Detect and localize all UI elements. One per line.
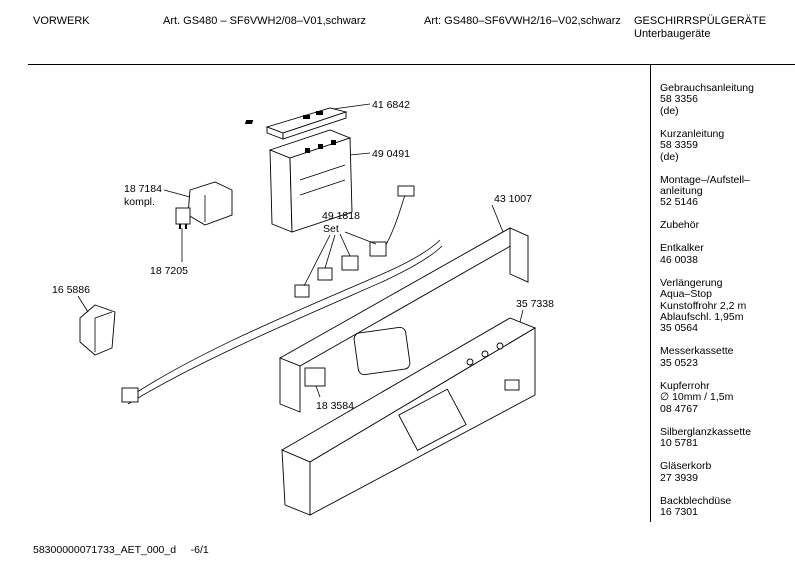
label-187184: 18 7184	[124, 183, 162, 195]
document-code: 58300000071733_AET_000_d -6/1	[33, 544, 209, 556]
accessory-line: 27 3939	[660, 471, 698, 484]
accessory-item: Zubehör	[660, 219, 792, 232]
label-165886: 16 5886	[52, 284, 90, 296]
leader-set-4	[344, 231, 377, 245]
part-wiring-harness	[121, 185, 443, 405]
leader-set-2	[324, 234, 336, 269]
part-switch	[175, 181, 233, 229]
accessory-line: 35 0564	[660, 322, 698, 335]
leader-183584	[315, 385, 321, 398]
accessory-line: anleitung	[660, 185, 703, 198]
footer-page: -6/1	[190, 544, 209, 556]
label-491818: 49 1818	[322, 210, 360, 222]
label-187205: 18 7205	[150, 265, 188, 277]
accessory-line: Kunstoffrohr 2,2 m	[660, 299, 747, 312]
part-panel-frame	[278, 227, 529, 413]
accessory-line: Gebrauchsanleitung	[660, 82, 754, 94]
part-control-module	[268, 129, 353, 233]
accessory-line: Gläserkorb	[660, 460, 712, 473]
accessory-line: Verlängerung	[660, 276, 723, 289]
header-divider	[28, 64, 795, 65]
category-block: GESCHIRRSPÜLGERÄTE Unterbaugeräte	[634, 15, 766, 41]
accessory-line: Silberglanzkassette	[660, 425, 752, 438]
accessory-line: Montage–/Aufstell–	[660, 173, 750, 186]
accessory-line: 52 5146	[660, 196, 698, 209]
leader-187184	[163, 189, 191, 198]
part-relay	[79, 304, 116, 356]
accessory-line: 10 5781	[660, 437, 698, 450]
leader-416842	[332, 103, 371, 110]
accessory-line: Zubehör	[660, 219, 700, 232]
accessory-line: (de)	[660, 150, 679, 163]
accessory-line: Backblechdüse	[660, 494, 732, 507]
leader-set-3	[339, 233, 351, 257]
leader-set-1	[303, 234, 331, 287]
accessory-line: 08 4767	[660, 402, 698, 415]
accessory-line: 16 7301	[660, 505, 698, 518]
sidebar-divider	[650, 65, 651, 522]
part-electronic-board	[280, 317, 537, 516]
accessory-line: (de)	[660, 104, 679, 117]
accessory-line: Aqua–Stop	[660, 288, 712, 301]
leader-431007	[491, 204, 504, 233]
accessory-line: 35 0523	[660, 356, 698, 369]
brand-label: VORWERK	[33, 15, 90, 27]
accessory-line: Ablaufschl. 1,95m	[660, 311, 744, 324]
accessory-line: Entkalker	[660, 242, 704, 255]
leader-165886	[77, 295, 89, 313]
accessory-line: 46 0038	[660, 253, 698, 266]
article-number-1: Art. GS480 – SF6VWH2/08–V01,schwarz	[163, 15, 366, 27]
label-kompl: kompl.	[124, 196, 155, 208]
article-number-2: Art: GS480–SF6VWH2/16–V02,schwarz	[424, 15, 621, 27]
accessory-line: 58 3359	[660, 139, 698, 152]
accessory-line: Kurzanleitung	[660, 127, 725, 140]
accessory-line: Messerkassette	[660, 345, 734, 358]
label-183584: 18 3584	[316, 400, 354, 412]
accessory-line: Kupferrohr	[660, 379, 710, 392]
label-431007: 43 1007	[494, 193, 532, 205]
label-490491: 49 0491	[372, 148, 410, 160]
label-416842: 41 6842	[372, 99, 410, 111]
category-subtitle: Unterbaugeräte	[634, 28, 711, 40]
leader-357338	[519, 309, 524, 323]
accessory-line: 58 3356	[660, 93, 698, 106]
footer-code: 58300000071733_AET_000_d	[33, 544, 177, 556]
label-357338: 35 7338	[516, 298, 554, 310]
leader-490491	[349, 152, 371, 156]
label-set: Set	[323, 223, 339, 235]
accessory-line: ∅ 10mm / 1,5m	[660, 391, 734, 404]
part-display-cover	[244, 107, 348, 140]
category-title: GESCHIRRSPÜLGERÄTE	[634, 15, 767, 27]
